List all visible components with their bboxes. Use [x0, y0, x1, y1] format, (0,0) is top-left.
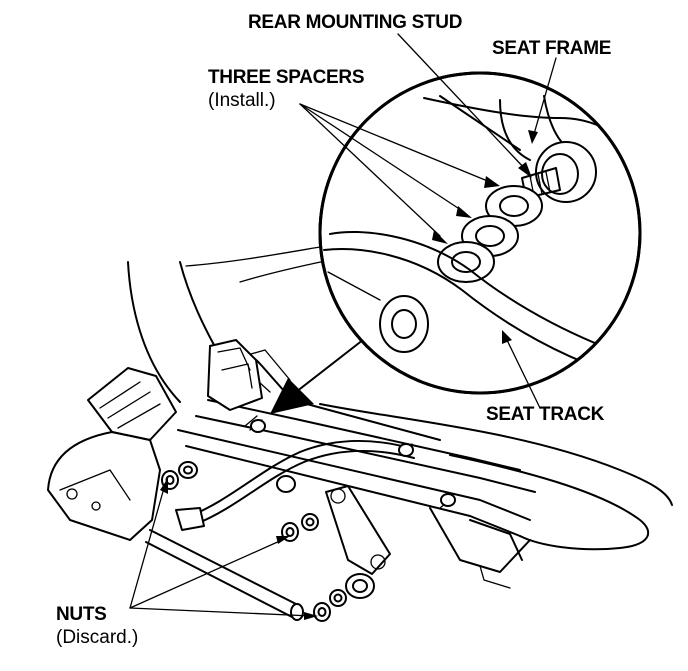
- nuts-note: (Discard.): [56, 627, 139, 648]
- detail-magnifier: [318, 71, 642, 395]
- seat-assembly: [47, 243, 673, 622]
- three-spacers-label: THREE SPACERS: [208, 67, 365, 88]
- nut-cluster-lower: [313, 573, 375, 622]
- seat-track-label: SEAT TRACK: [486, 404, 605, 425]
- rear-mounting-stud-label: REAR MOUNTING STUD: [248, 12, 463, 33]
- leader-lines: [129, 33, 557, 620]
- nuts-label: NUTS: [56, 604, 107, 625]
- detail-pointer-arrow: [270, 335, 369, 414]
- seat-frame-label: SEAT FRAME: [492, 38, 612, 59]
- three-spacers-note: (Install.): [208, 90, 276, 111]
